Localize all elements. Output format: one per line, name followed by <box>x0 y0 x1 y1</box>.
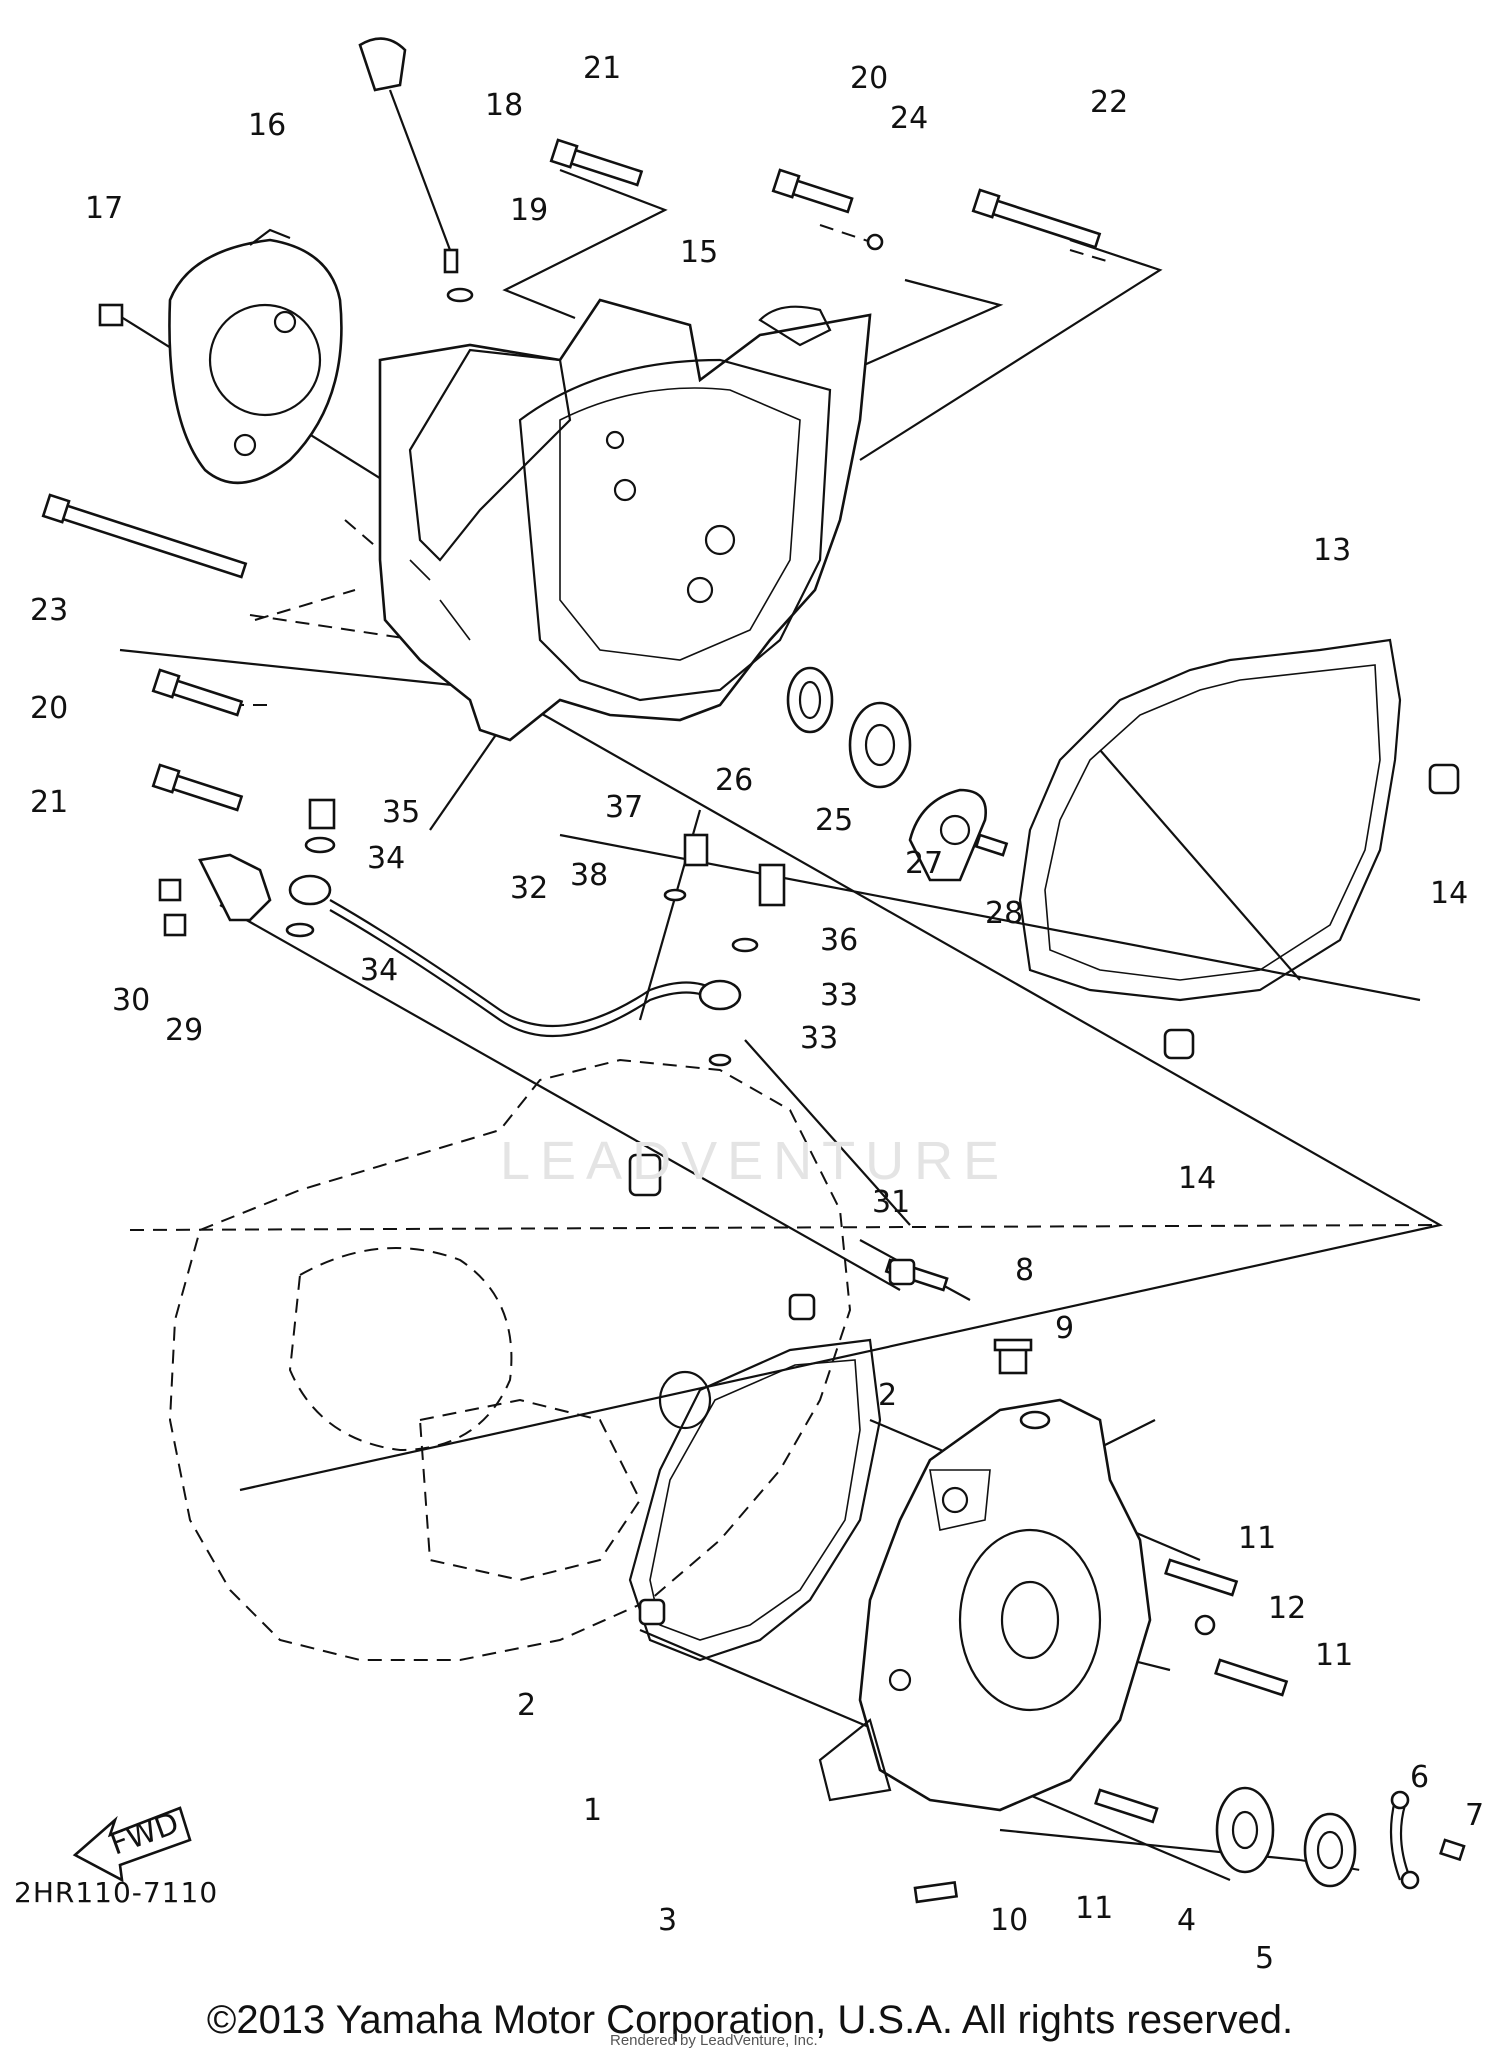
part-label-11: 11 <box>1315 1638 1353 1673</box>
part-label-19: 19 <box>510 193 548 228</box>
part-label-38: 38 <box>570 858 608 893</box>
oil-pipe-32 <box>158 798 786 1067</box>
gasket-13 <box>1018 638 1460 1060</box>
part-label-37: 37 <box>605 790 643 825</box>
part-label-34: 34 <box>367 841 405 876</box>
watermark: LEADVENTURE <box>500 1131 1010 1191</box>
bolts <box>41 138 1466 1904</box>
part-label-14: 14 <box>1430 876 1468 911</box>
gasket-1 <box>628 1293 882 1662</box>
part-label-25: 25 <box>815 803 853 838</box>
part-label-20: 20 <box>850 61 888 96</box>
diagram-code: 2HR110-7110 <box>14 1876 219 1909</box>
crankcase <box>168 1058 852 1661</box>
bearing-seal-clip <box>1215 1786 1420 1890</box>
part-label-5: 5 <box>1255 1941 1274 1976</box>
part-label-7: 7 <box>1465 1798 1484 1833</box>
part-label-21: 21 <box>30 785 68 820</box>
part-label-9: 9 <box>1055 1311 1074 1346</box>
part-label-13: 13 <box>1313 533 1351 568</box>
part-label-3: 3 <box>658 1903 677 1938</box>
dipstick-18 <box>358 37 474 303</box>
part-label-32: 32 <box>510 871 548 906</box>
part-label-4: 4 <box>1177 1903 1196 1938</box>
part-label-6: 6 <box>1410 1760 1429 1795</box>
part-label-10: 10 <box>990 1903 1028 1938</box>
cover-plate-16 <box>168 228 343 485</box>
part-label-30: 30 <box>112 983 150 1018</box>
part-label-24: 24 <box>890 101 928 136</box>
plug-8 <box>993 1338 1051 1430</box>
rendered-by-credit: Rendered by LeadVenture, Inc. <box>610 2032 818 2049</box>
part-label-29: 29 <box>165 1013 203 1048</box>
part-label-16: 16 <box>248 108 286 143</box>
part-label-2: 2 <box>878 1378 897 1413</box>
seal-bearing-plate <box>786 666 988 882</box>
part-label-11: 11 <box>1075 1891 1113 1926</box>
part-label-15: 15 <box>680 235 718 270</box>
part-label-31: 31 <box>872 1185 910 1220</box>
part-label-36: 36 <box>820 923 858 958</box>
part-label-12: 12 <box>1268 1591 1306 1626</box>
part-label-11: 11 <box>1238 1521 1276 1556</box>
part-label-18: 18 <box>485 88 523 123</box>
bushing-31 <box>888 1258 916 1286</box>
part-label-34: 34 <box>360 953 398 988</box>
part-number-labels: 21 20 24 22 18 16 17 19 15 13 23 20 26 2… <box>30 51 1484 1976</box>
part-label-28: 28 <box>985 896 1023 931</box>
part-label-33: 33 <box>820 978 858 1013</box>
fwd-arrow: FWD <box>72 1806 192 1883</box>
part-label-27: 27 <box>905 846 943 881</box>
crankcase-cover-3 <box>818 1398 1152 1812</box>
part-label-20: 20 <box>30 691 68 726</box>
part-label-21: 21 <box>583 51 621 86</box>
part-label-22: 22 <box>1090 85 1128 120</box>
part-label-35: 35 <box>382 795 420 830</box>
part-label-33: 33 <box>800 1021 838 1056</box>
part-label-26: 26 <box>715 763 753 798</box>
part-label-17: 17 <box>85 191 123 226</box>
part-label-1: 1 <box>583 1793 602 1828</box>
part-label-8: 8 <box>1015 1253 1034 1288</box>
part-label-23: 23 <box>30 593 68 628</box>
crankcase-cover-15 <box>378 298 872 742</box>
part-label-2: 2 <box>517 1688 536 1723</box>
copyright-notice: ©2013 Yamaha Motor Corporation, U.S.A. A… <box>206 1998 1294 2042</box>
part-label-14: 14 <box>1178 1161 1216 1196</box>
